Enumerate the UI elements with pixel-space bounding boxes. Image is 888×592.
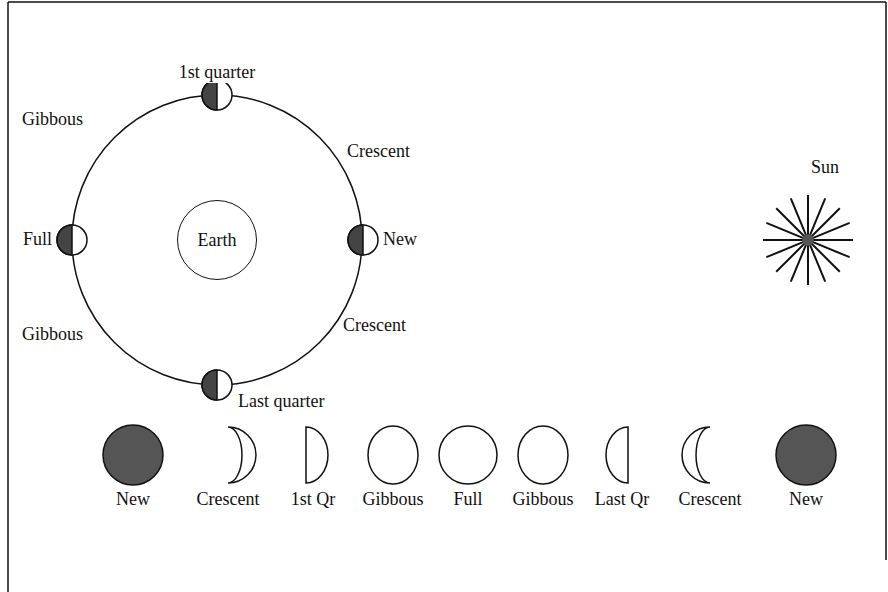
phase-label: Gibbous [20, 325, 85, 345]
phase-name: Full [451, 490, 484, 510]
crescent-symbol [682, 427, 710, 483]
phase-name: Gibbous [510, 490, 575, 510]
sun-label: Sun [809, 158, 841, 178]
frame-line [7, 2, 9, 592]
orbit-position-label: Last quarter [236, 392, 326, 412]
full-moon-symbol [439, 426, 497, 484]
phase-label: New [381, 230, 419, 250]
quarter-symbol [606, 427, 628, 483]
new-moon-symbol [103, 425, 163, 485]
orbit-circle [72, 95, 362, 385]
phase-name: 1st Qr [289, 490, 338, 510]
phase-name: Crescent [677, 490, 744, 510]
phase-label: Gibbous [20, 110, 85, 130]
moon-symbol [348, 225, 378, 255]
node-text: Earth [198, 230, 237, 251]
phase-label: Crescent [341, 316, 408, 336]
moon-symbol [202, 80, 232, 110]
gibbous-symbol [368, 426, 418, 484]
gibbous-symbol [518, 426, 568, 484]
earth-circle: Earth [177, 200, 257, 280]
phase-name: Gibbous [360, 490, 425, 510]
phase-label: Full [21, 230, 54, 250]
phase-name: New [114, 490, 152, 510]
phase-label: Crescent [345, 142, 412, 162]
new-moon-symbol [776, 425, 836, 485]
frame-line [8, 1, 886, 3]
crescent-symbol [228, 427, 256, 483]
phase-name: New [787, 490, 825, 510]
phase-name: Last Qr [593, 490, 651, 510]
sun-symbol [763, 195, 853, 285]
quarter-symbol [306, 427, 328, 483]
phase-name: Crescent [195, 490, 262, 510]
orbit-position-label: 1st quarter [177, 63, 257, 83]
frame-line [885, 2, 887, 560]
moon-symbol [202, 370, 232, 400]
moon-symbol [57, 225, 87, 255]
